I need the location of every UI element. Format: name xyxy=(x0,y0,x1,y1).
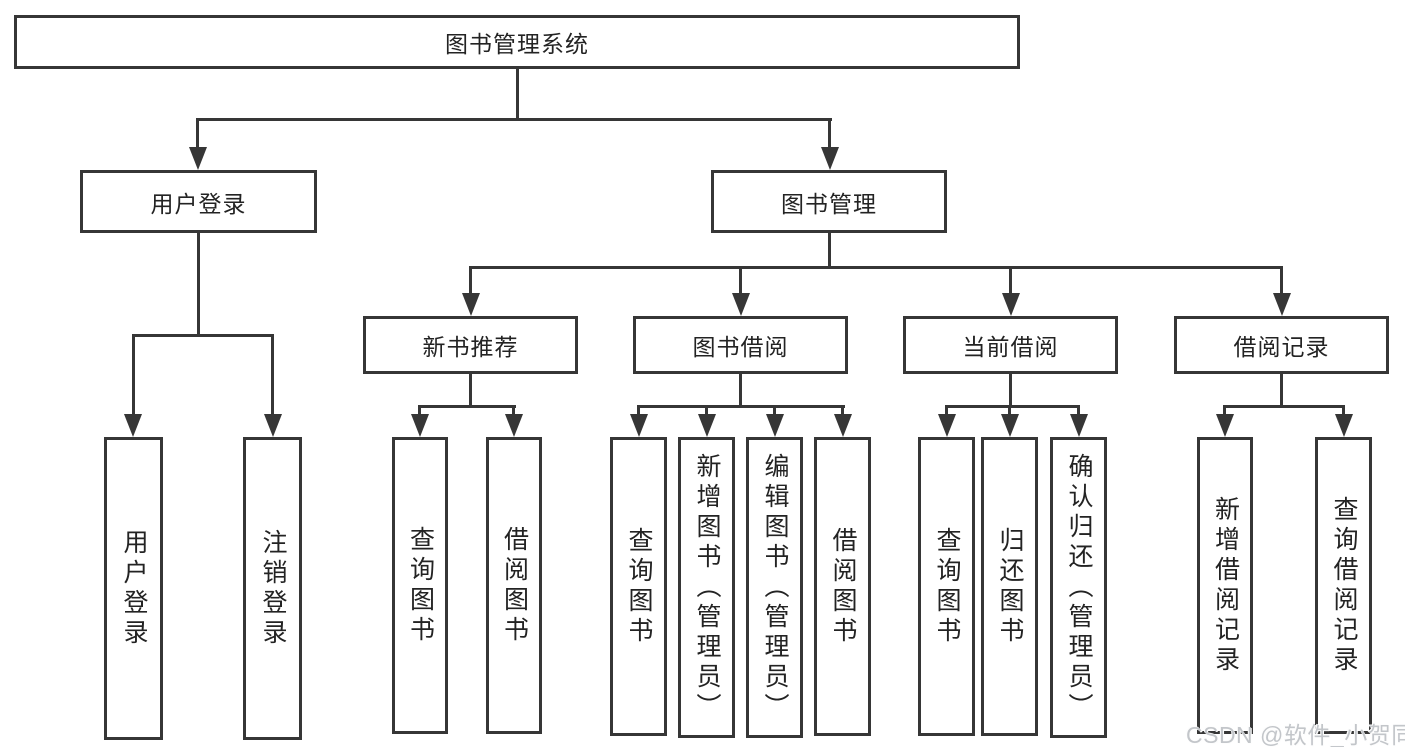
leaf-borrow-books-recommend-label: 借阅图书 xyxy=(500,525,529,646)
arrow-down-icon xyxy=(834,414,852,437)
arrow-down-icon xyxy=(411,414,429,437)
arrow-down-icon xyxy=(1216,414,1234,437)
connector-drop xyxy=(739,266,742,294)
connector-group-rail xyxy=(945,405,1080,408)
leaf-return-books: 归还图书 xyxy=(981,437,1038,736)
connector-drop xyxy=(773,405,776,416)
node-user-login: 用户登录 xyxy=(80,170,317,233)
connector-drop xyxy=(828,118,831,148)
arrow-down-icon xyxy=(732,293,750,316)
arrow-down-icon xyxy=(189,147,207,170)
node-book-management-label: 图书管理 xyxy=(781,190,877,217)
connector-level2-rail xyxy=(469,266,1283,269)
connector-group-stem xyxy=(1280,374,1283,408)
node-book-borrowing-label: 图书借阅 xyxy=(692,334,789,360)
leaf-query-books-recommend-label: 查询图书 xyxy=(406,525,435,646)
connector-user-login-stem xyxy=(197,233,200,336)
connector-group-rail xyxy=(637,405,845,408)
node-new-book-recommend: 新书推荐 xyxy=(363,316,578,374)
leaf-query-books-borrowing-label: 查询图书 xyxy=(625,526,653,647)
leaf-query-borrow-record: 查询借阅记录 xyxy=(1315,437,1372,734)
leaf-edit-book-admin: 编辑图书（管理员） xyxy=(746,437,803,738)
leaf-user-login: 用户登录 xyxy=(104,437,163,740)
connector-drop xyxy=(1280,266,1283,294)
arrow-down-icon xyxy=(1001,414,1019,437)
arrow-down-icon xyxy=(766,414,784,437)
arrow-down-icon xyxy=(698,414,716,437)
leaf-borrow-books-borrowing-label: 借阅图书 xyxy=(829,526,857,647)
connector-drop xyxy=(271,334,274,415)
arrow-down-icon xyxy=(938,414,956,437)
node-book-borrowing: 图书借阅 xyxy=(633,316,848,374)
leaf-query-books-recommend: 查询图书 xyxy=(392,437,448,734)
connector-group-rail xyxy=(1223,405,1345,408)
node-user-login-label: 用户登录 xyxy=(150,190,247,217)
connector-drop xyxy=(637,405,640,416)
node-borrow-records-label: 借阅记录 xyxy=(1233,334,1330,360)
arrow-down-icon xyxy=(462,293,480,316)
node-root: 图书管理系统 xyxy=(14,15,1020,69)
connector-drop xyxy=(705,405,708,416)
leaf-add-borrow-record: 新增借阅记录 xyxy=(1197,437,1253,734)
connector-drop xyxy=(132,334,135,415)
connector-drop xyxy=(196,118,199,148)
leaf-query-borrow-record-label: 查询借阅记录 xyxy=(1330,495,1358,676)
leaf-return-books-label: 归还图书 xyxy=(996,526,1024,647)
connector-drop xyxy=(1223,405,1226,416)
arrow-down-icon xyxy=(264,414,282,437)
connector-drop xyxy=(1077,405,1080,416)
arrow-down-icon xyxy=(505,414,523,437)
connector-group-stem xyxy=(469,374,472,408)
leaf-add-book-admin-label: 新增图书（管理员） xyxy=(693,452,721,723)
connector-drop xyxy=(512,405,515,416)
connector-user-login-rail xyxy=(132,334,274,337)
arrow-down-icon xyxy=(1335,414,1353,437)
node-root-label: 图书管理系统 xyxy=(445,31,589,57)
connector-drop xyxy=(1008,405,1011,416)
connector-level1-rail xyxy=(196,118,832,121)
leaf-confirm-return-admin: 确认归还（管理员） xyxy=(1050,437,1107,738)
leaf-add-book-admin: 新增图书（管理员） xyxy=(678,437,735,738)
connector-book-management-stem xyxy=(828,233,831,269)
leaf-borrow-books-recommend: 借阅图书 xyxy=(486,437,542,734)
leaf-query-books-current: 查询图书 xyxy=(918,437,975,736)
arrow-down-icon xyxy=(630,414,648,437)
arrow-down-icon xyxy=(1070,414,1088,437)
connector-group-rail xyxy=(418,405,516,408)
leaf-user-login-label: 用户登录 xyxy=(120,528,148,649)
node-new-book-recommend-label: 新书推荐 xyxy=(422,334,519,360)
node-borrow-records: 借阅记录 xyxy=(1174,316,1389,374)
node-current-borrowing-label: 当前借阅 xyxy=(962,334,1059,360)
leaf-add-borrow-record-label: 新增借阅记录 xyxy=(1211,495,1240,676)
connector-group-stem xyxy=(1009,374,1012,408)
connector-drop xyxy=(841,405,844,416)
watermark: CSDN @软件_小贺同学 xyxy=(1186,722,1405,747)
arrow-down-icon xyxy=(1273,293,1291,316)
leaf-query-books-borrowing: 查询图书 xyxy=(610,437,667,736)
connector-drop xyxy=(1009,266,1012,294)
leaf-borrow-books-borrowing: 借阅图书 xyxy=(814,437,871,736)
leaf-logout-label: 注销登录 xyxy=(259,528,287,649)
leaf-edit-book-admin-label: 编辑图书（管理员） xyxy=(761,452,789,723)
connector-drop xyxy=(945,405,948,416)
arrow-down-icon xyxy=(124,414,142,437)
connector-root-stem xyxy=(516,69,519,121)
leaf-logout: 注销登录 xyxy=(243,437,302,740)
node-book-management: 图书管理 xyxy=(711,170,947,233)
arrow-down-icon xyxy=(821,147,839,170)
connector-group-stem xyxy=(739,374,742,408)
connector-drop xyxy=(1342,405,1345,416)
connector-drop xyxy=(418,405,421,416)
leaf-query-books-current-label: 查询图书 xyxy=(933,526,961,647)
arrow-down-icon xyxy=(1002,293,1020,316)
node-current-borrowing: 当前借阅 xyxy=(903,316,1118,374)
leaf-confirm-return-admin-label: 确认归还（管理员） xyxy=(1065,452,1093,723)
connector-drop xyxy=(469,266,472,294)
